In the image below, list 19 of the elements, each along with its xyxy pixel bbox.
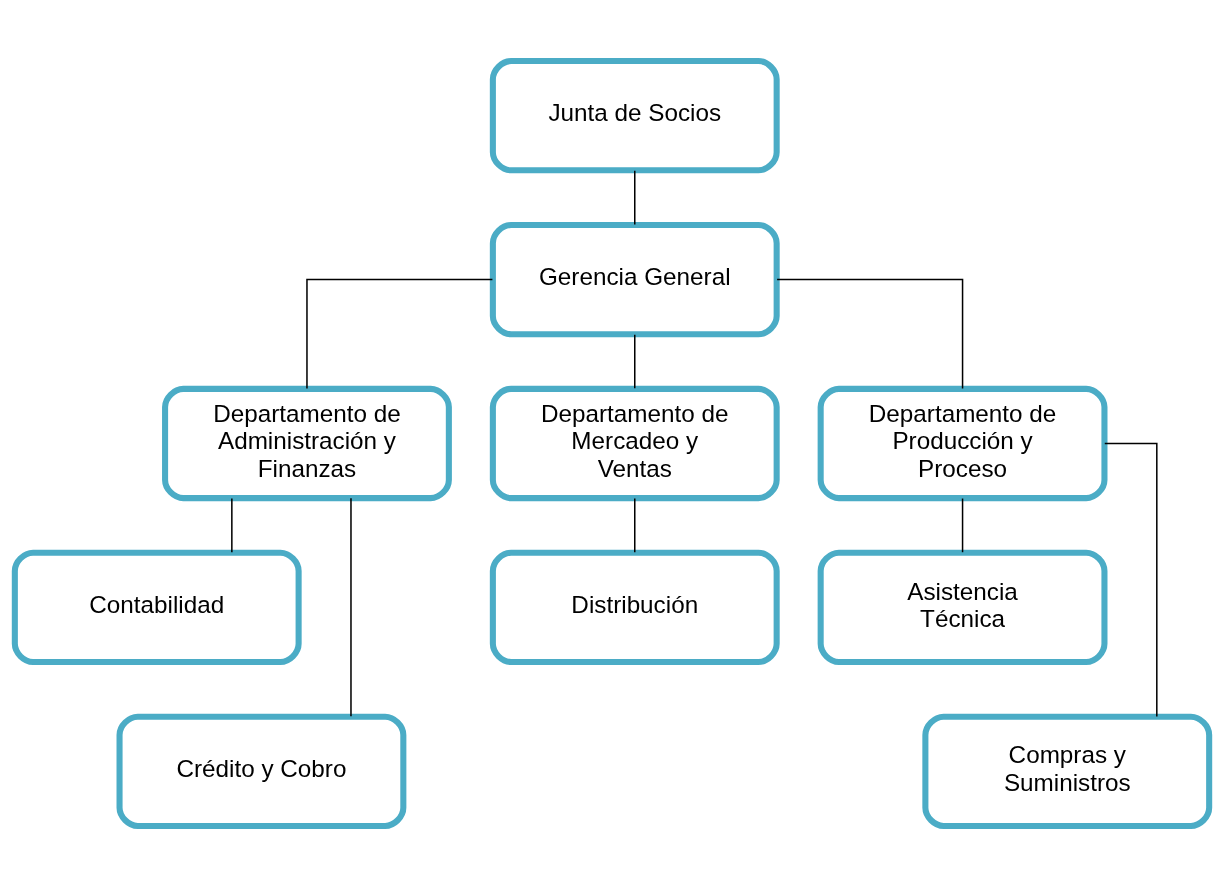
- node-box: Compras y Suministros: [922, 713, 1213, 829]
- node-box: Departamento de Producción y Proceso: [817, 385, 1108, 502]
- node-box: Gerencia General: [489, 221, 780, 338]
- node-box: Junta de Socios: [489, 58, 780, 174]
- node-box: Crédito y Cobro: [116, 713, 407, 829]
- connector: [776, 278, 964, 390]
- connector: [306, 278, 494, 390]
- connector: [961, 497, 964, 553]
- connector: [634, 333, 636, 390]
- node-box: Asistencia Técnica: [817, 549, 1108, 666]
- connector: [350, 497, 352, 717]
- connector: [231, 497, 233, 553]
- node-box: Departamento de Administración y Finanzas: [162, 385, 452, 502]
- connector: [634, 497, 636, 553]
- node-box: Contabilidad: [11, 549, 302, 666]
- connector: [1104, 442, 1158, 718]
- connector: [634, 169, 636, 226]
- node-box: Departamento de Mercadeo y Ventas: [489, 385, 780, 502]
- node-box: Distribución: [489, 549, 780, 666]
